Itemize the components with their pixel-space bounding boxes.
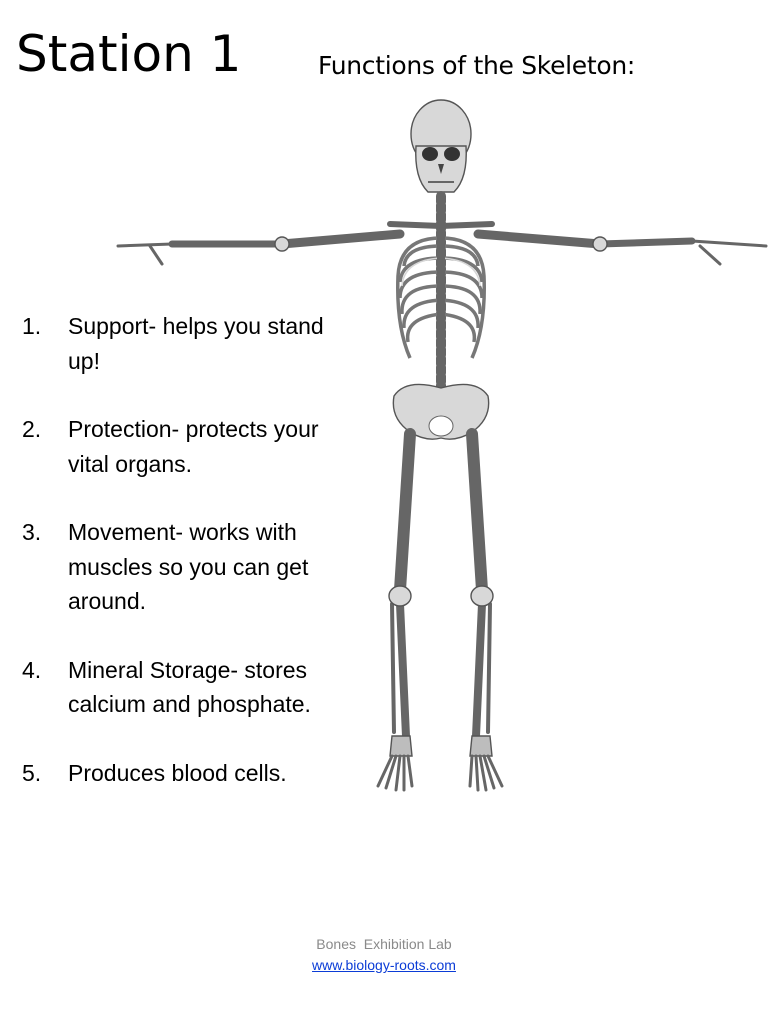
list-number: 4. bbox=[22, 656, 42, 683]
list-text: Protection- protects your vital organs. bbox=[68, 416, 319, 477]
rib-cage bbox=[396, 232, 486, 359]
list-item: 5. Produces blood cells. bbox=[22, 756, 342, 791]
list-item: 3. Movement- works with muscles so you c… bbox=[22, 515, 342, 619]
list-item: 2. Protection- protects your vital organ… bbox=[22, 412, 342, 481]
right-leg bbox=[466, 428, 504, 792]
list-item: 4. Mineral Storage- stores calcium and p… bbox=[22, 653, 342, 722]
left-leg bbox=[376, 428, 416, 792]
station-title: Station 1 bbox=[16, 25, 242, 83]
list-number: 1. bbox=[22, 313, 42, 339]
footer-lab-name: Bones Exhibition Lab bbox=[316, 936, 452, 952]
right-arm bbox=[473, 229, 768, 266]
footer-website-link[interactable]: www.biology-roots.com bbox=[312, 957, 456, 973]
left-arm bbox=[116, 229, 405, 266]
list-number: 2. bbox=[22, 416, 42, 442]
page-subtitle: Functions of the Skeleton: bbox=[318, 51, 636, 80]
skull bbox=[410, 99, 472, 193]
list-text: Support- helps you stand up! bbox=[68, 313, 324, 374]
list-text: Produces blood cells. bbox=[68, 759, 287, 786]
list-text: Movement- works with muscles so you can … bbox=[68, 519, 309, 614]
skeleton-illustration bbox=[116, 99, 768, 792]
list-number: 3. bbox=[22, 519, 42, 545]
list-item: 1. Support- helps you stand up! bbox=[22, 309, 342, 378]
list-number: 5. bbox=[22, 759, 42, 786]
list-text: Mineral Storage- stores calcium and phos… bbox=[68, 656, 311, 718]
functions-list: 1. Support- helps you stand up! 2. Prote… bbox=[22, 309, 342, 790]
pelvis bbox=[392, 383, 490, 440]
footer: Bones Exhibition Lab www.biology-roots.c… bbox=[0, 934, 768, 976]
